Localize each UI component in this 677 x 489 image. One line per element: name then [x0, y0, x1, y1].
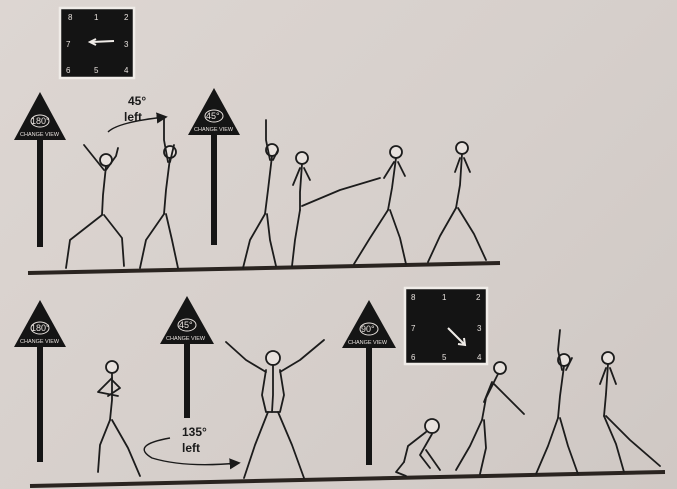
clock-number: 2 — [124, 13, 129, 22]
turn-degrees: 45° — [128, 94, 146, 108]
direction-sign-icon: 90° CHANGE VIEW — [342, 300, 396, 465]
turn-direction: left — [182, 441, 200, 455]
sign-degrees: 180° — [31, 323, 50, 333]
clock-number: 5 — [94, 66, 99, 75]
gymnast-figure — [396, 419, 440, 476]
clock-icon: 8 1 2 7 3 6 5 4 — [60, 8, 134, 78]
direction-sign-icon: 180° CHANGE VIEW — [14, 92, 66, 247]
direction-sign-icon: 180° CHANGE VIEW — [14, 300, 66, 462]
clock-number: 7 — [411, 324, 416, 333]
floor-line — [30, 472, 665, 486]
sign-caption: CHANGE VIEW — [20, 339, 60, 345]
gymnast-figure — [536, 330, 578, 474]
clock-number: 6 — [411, 353, 416, 362]
gymnast-figure — [243, 120, 278, 268]
gymnast-figure — [428, 142, 486, 262]
gymnast-figure — [226, 340, 324, 478]
clock-hand — [92, 41, 114, 42]
sign-degrees: 180° — [31, 116, 50, 126]
turn-arrow-icon: 45° left — [108, 94, 165, 132]
gymnast-figure — [66, 145, 124, 268]
direction-sign-icon: 45° CHANGE VIEW — [160, 296, 214, 418]
sign-caption: CHANGE VIEW — [348, 340, 388, 346]
clock-icon: 8 1 2 7 3 6 5 4 — [405, 288, 487, 364]
clock-number: 1 — [94, 13, 99, 22]
clock-number: 8 — [411, 293, 416, 302]
clock-number: 3 — [477, 324, 482, 333]
gymnast-figure — [292, 152, 380, 266]
gymnast-figure — [354, 146, 406, 264]
clock-number: 4 — [124, 66, 129, 75]
sign-caption: CHANGE VIEW — [194, 127, 234, 133]
clock-number: 1 — [442, 293, 447, 302]
clock-number: 4 — [477, 353, 482, 362]
clock-number: 7 — [66, 40, 71, 49]
turn-arrow-icon: 135° left — [144, 425, 238, 465]
gymnast-figure — [98, 361, 140, 476]
floor-line — [28, 263, 500, 273]
turn-degrees: 135° — [182, 425, 207, 439]
sign-degrees: 45° — [206, 111, 220, 121]
sign-degrees: 90° — [361, 324, 375, 334]
gymnast-figure — [456, 362, 524, 474]
direction-sign-icon: 45° CHANGE VIEW — [188, 88, 240, 245]
clock-number: 8 — [68, 13, 73, 22]
clock-number: 2 — [476, 293, 481, 302]
clock-number: 5 — [442, 353, 447, 362]
clock-number: 6 — [66, 66, 71, 75]
gymnast-figure — [600, 352, 660, 472]
gymnast-figure — [140, 118, 178, 268]
sign-caption: CHANGE VIEW — [166, 336, 206, 342]
sign-degrees: 45° — [179, 320, 193, 330]
sign-caption: CHANGE VIEW — [20, 132, 60, 138]
clock-number: 3 — [124, 40, 129, 49]
